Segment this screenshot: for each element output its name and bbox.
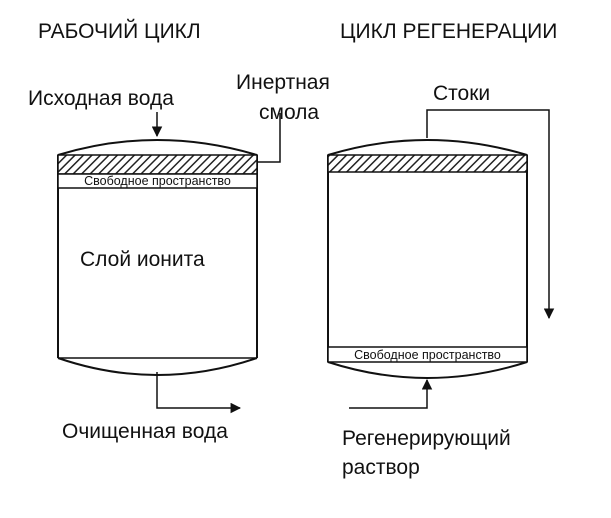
treated-water-label: Очищенная вода xyxy=(62,420,228,443)
working-free-space-box xyxy=(57,173,258,189)
regenerant-label-line1: Регенерирующий xyxy=(342,427,511,450)
working-vessel-top-dome xyxy=(57,139,258,156)
drain-label: Стоки xyxy=(433,82,491,105)
regenerant-label-line2: раствор xyxy=(342,456,420,479)
treated-water-arrow xyxy=(156,372,242,414)
regeneration-free-space-label: Свободное пространство xyxy=(354,348,501,362)
drain-arrow xyxy=(426,109,555,320)
regeneration-vessel xyxy=(327,139,528,379)
inert-resin-label-line2: смола xyxy=(259,101,320,124)
working-cycle-title: РАБОЧИЙ ЦИКЛ xyxy=(38,20,201,43)
regeneration-vessel-bottom-dome xyxy=(327,361,528,379)
ion-exchanger-label: Слой ионита xyxy=(80,248,205,271)
working-free-space-label: Свободное пространство xyxy=(84,174,231,188)
regeneration-vessel-top-dome xyxy=(327,139,528,156)
regeneration-inert-resin-layer xyxy=(327,154,528,173)
inert-resin-label-line1: Инертная xyxy=(236,71,330,94)
feed-water-label: Исходная вода xyxy=(28,87,174,110)
regenerant-arrow xyxy=(349,378,433,409)
working-inert-resin-layer xyxy=(57,154,258,175)
regeneration-free-space-box xyxy=(327,346,528,363)
inert-resin-leader-line xyxy=(257,113,281,163)
regeneration-cycle-title: ЦИКЛ РЕГЕНЕРАЦИИ xyxy=(340,20,558,43)
